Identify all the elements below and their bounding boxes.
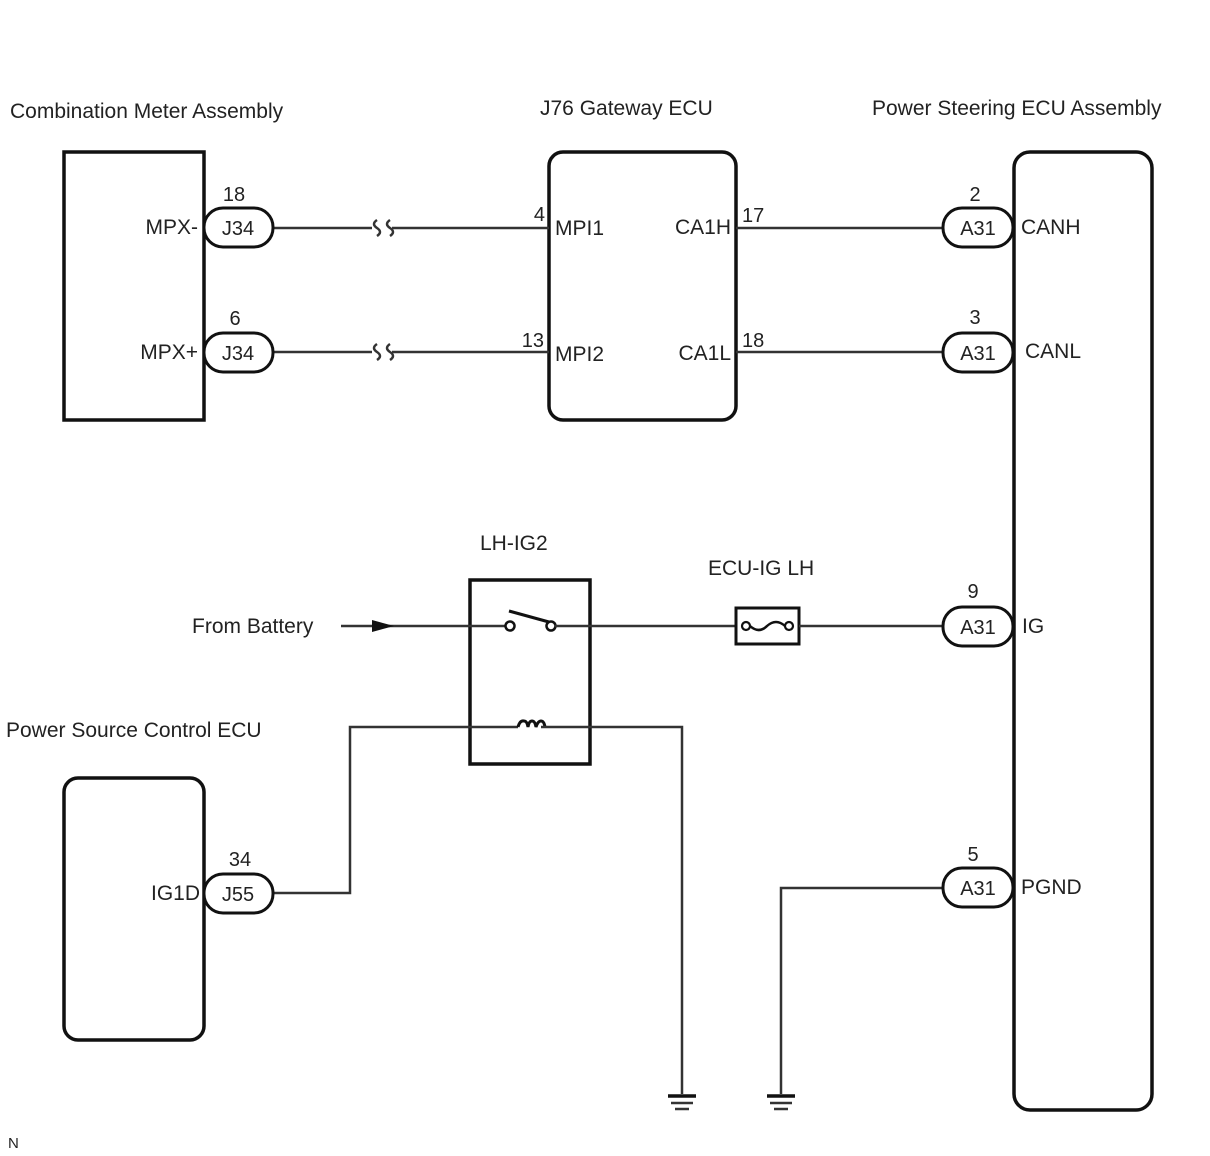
svg-text:A31: A31 bbox=[960, 878, 996, 900]
connector-j34-18: J34 18 MPX- bbox=[146, 184, 275, 249]
ground-icon bbox=[668, 1094, 696, 1111]
svg-text:A31: A31 bbox=[960, 617, 996, 639]
wire-battery bbox=[341, 620, 505, 632]
pin-label-canl: CANL bbox=[1025, 340, 1081, 363]
connector-j34-6: J34 6 MPX+ bbox=[140, 308, 275, 374]
pin-label-canh: CANH bbox=[1021, 216, 1081, 239]
wire-mpx-plus bbox=[272, 342, 549, 362]
ground-icon bbox=[767, 1094, 795, 1111]
svg-text:3: 3 bbox=[969, 307, 980, 329]
svg-text:J55: J55 bbox=[222, 884, 254, 906]
combination-meter-title: Combination Meter Assembly bbox=[10, 100, 284, 123]
power-steering-ecu-title: Power Steering ECU Assembly bbox=[872, 97, 1162, 120]
connector-a31-5: A31 5 PGND bbox=[941, 844, 1082, 909]
connector-a31-2: A31 2 CANH bbox=[941, 184, 1081, 249]
pin-label-mpi2: MPI2 bbox=[555, 343, 604, 366]
relay-title: LH-IG2 bbox=[480, 532, 548, 555]
battery-label: From Battery bbox=[192, 615, 314, 638]
svg-text:9: 9 bbox=[967, 581, 978, 603]
gateway-ecu-box bbox=[547, 150, 738, 422]
pin-label-ig: IG bbox=[1022, 615, 1044, 638]
pin-label-mpx-plus: MPX+ bbox=[140, 341, 198, 364]
relay-switch-icon bbox=[504, 609, 557, 632]
combination-meter-box bbox=[62, 150, 206, 422]
pin-label-mpi1: MPI1 bbox=[555, 217, 604, 240]
pin-label-mpx-minus: MPX- bbox=[146, 216, 199, 239]
connector-a31-3: A31 3 CANL bbox=[941, 307, 1081, 374]
pin-number-ca1l: 18 bbox=[742, 330, 764, 352]
power-source-ecu-box bbox=[62, 776, 206, 1042]
pin-number-ca1h: 17 bbox=[742, 205, 764, 227]
svg-text:J34: J34 bbox=[222, 218, 254, 240]
svg-text:34: 34 bbox=[229, 849, 251, 871]
svg-text:5: 5 bbox=[967, 844, 978, 866]
relay-box bbox=[468, 578, 592, 766]
power-source-ecu-title: Power Source Control ECU bbox=[6, 719, 262, 742]
svg-text:18: 18 bbox=[223, 184, 245, 206]
connector-a31-9: A31 9 IG bbox=[941, 581, 1044, 648]
fuse-icon bbox=[734, 606, 801, 646]
svg-text:A31: A31 bbox=[960, 343, 996, 365]
svg-text:J34: J34 bbox=[222, 343, 254, 365]
fuse-title: ECU-IG LH bbox=[708, 557, 814, 580]
pin-label-ca1h: CA1H bbox=[675, 216, 731, 239]
connector-j55-34: J55 34 IG1D bbox=[151, 849, 275, 915]
svg-text:6: 6 bbox=[229, 308, 240, 330]
pin-number-mpi1: 4 bbox=[534, 204, 545, 226]
gateway-ecu-title: J76 Gateway ECU bbox=[540, 97, 713, 120]
wire-mpx-minus bbox=[272, 218, 549, 238]
diagram-code: N bbox=[8, 1135, 19, 1152]
arrow-icon bbox=[372, 620, 394, 632]
pin-label-ca1l: CA1L bbox=[678, 342, 731, 365]
pin-number-mpi2: 13 bbox=[522, 330, 544, 352]
wire-relay-coil bbox=[272, 719, 684, 1094]
svg-text:A31: A31 bbox=[960, 218, 996, 240]
svg-text:2: 2 bbox=[969, 184, 980, 206]
pin-label-pgnd: PGND bbox=[1021, 876, 1082, 899]
pin-label-ig1d: IG1D bbox=[151, 882, 200, 905]
wire-pgnd bbox=[779, 886, 944, 1094]
